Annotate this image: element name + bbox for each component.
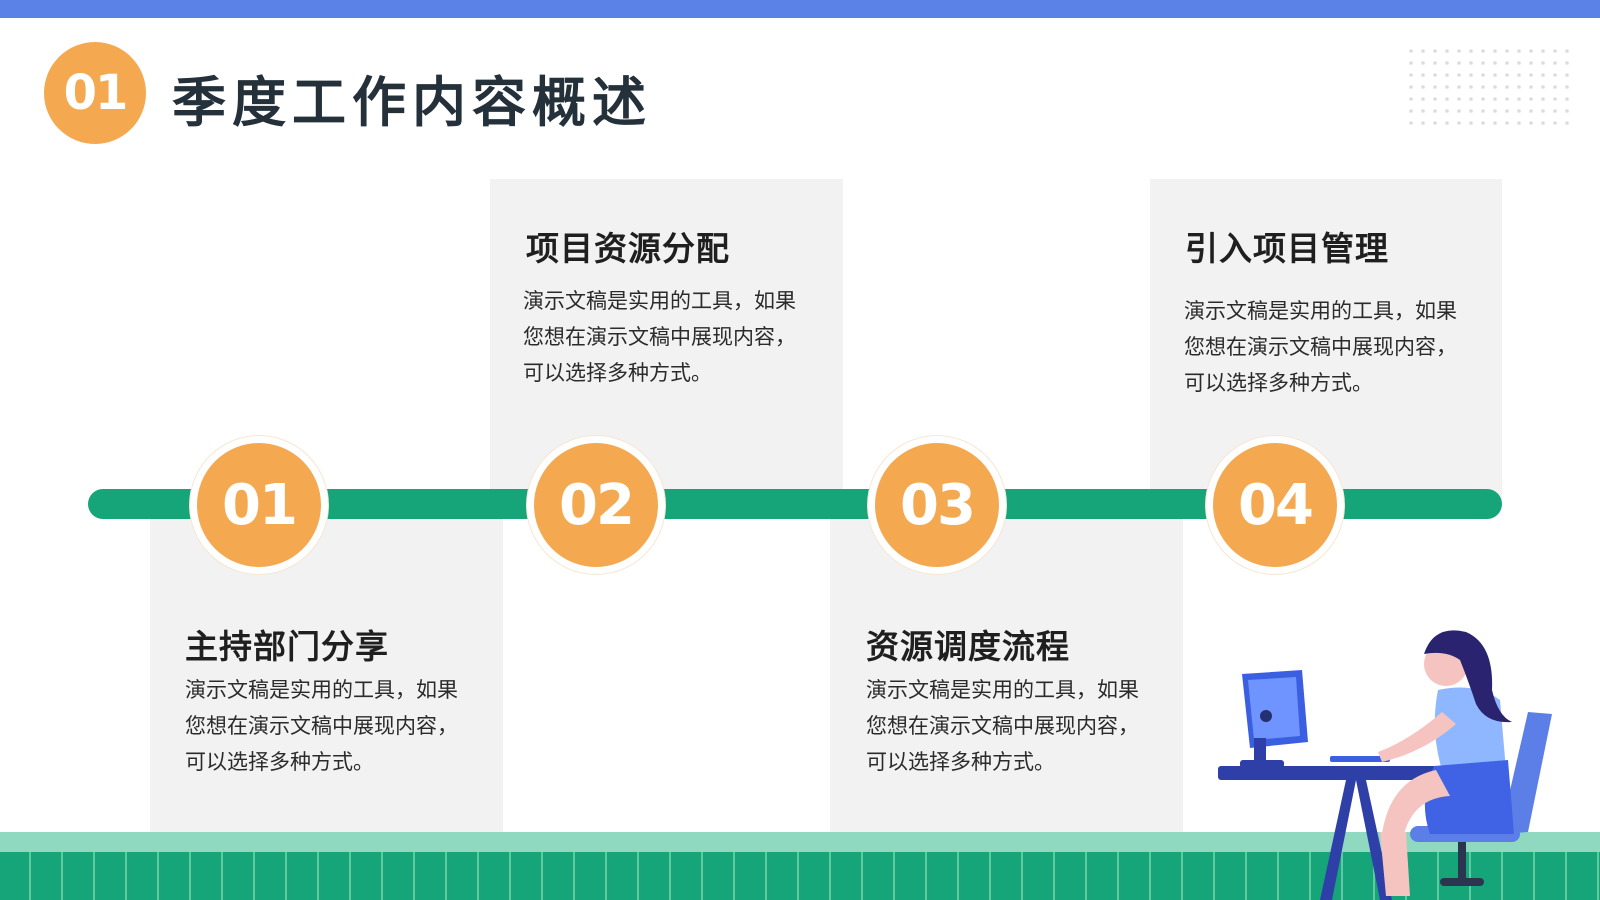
step-2-number: 02 (527, 436, 665, 574)
floor-highlight (0, 832, 1600, 852)
step-1-panel (150, 500, 503, 850)
step-3-number: 03 (868, 436, 1006, 574)
top-accent-bar (0, 0, 1600, 18)
step-4-number: 04 (1206, 436, 1344, 574)
woman-at-computer-illustration (1218, 630, 1552, 900)
dot-grid-icon (1409, 49, 1569, 125)
step-3-panel (830, 500, 1183, 850)
step-2-title: 项目资源分配 (526, 229, 730, 268)
step-3-text: 演示文稿是实用的工具，如果您想在演示文稿中展现内容，可以选择多种方式。 (866, 678, 1139, 774)
step-3-title: 资源调度流程 (866, 627, 1070, 666)
step-1-title: 主持部门分享 (185, 627, 389, 666)
floor-tile-lines (29, 852, 1599, 900)
step-2-panel (490, 179, 843, 501)
step-4-text: 演示文稿是实用的工具，如果您想在演示文稿中展现内容，可以选择多种方式。 (1184, 299, 1457, 395)
step-2-text: 演示文稿是实用的工具，如果您想在演示文稿中展现内容，可以选择多种方式。 (523, 289, 796, 385)
step-1-text: 演示文稿是实用的工具，如果您想在演示文稿中展现内容，可以选择多种方式。 (185, 678, 458, 774)
section-number-badge: 01 (44, 42, 146, 144)
page-title: 季度工作内容概述 (172, 71, 652, 134)
step-4-panel (1150, 179, 1502, 501)
step-1-number: 01 (190, 436, 328, 574)
step-4-title: 引入项目管理 (1185, 229, 1389, 268)
